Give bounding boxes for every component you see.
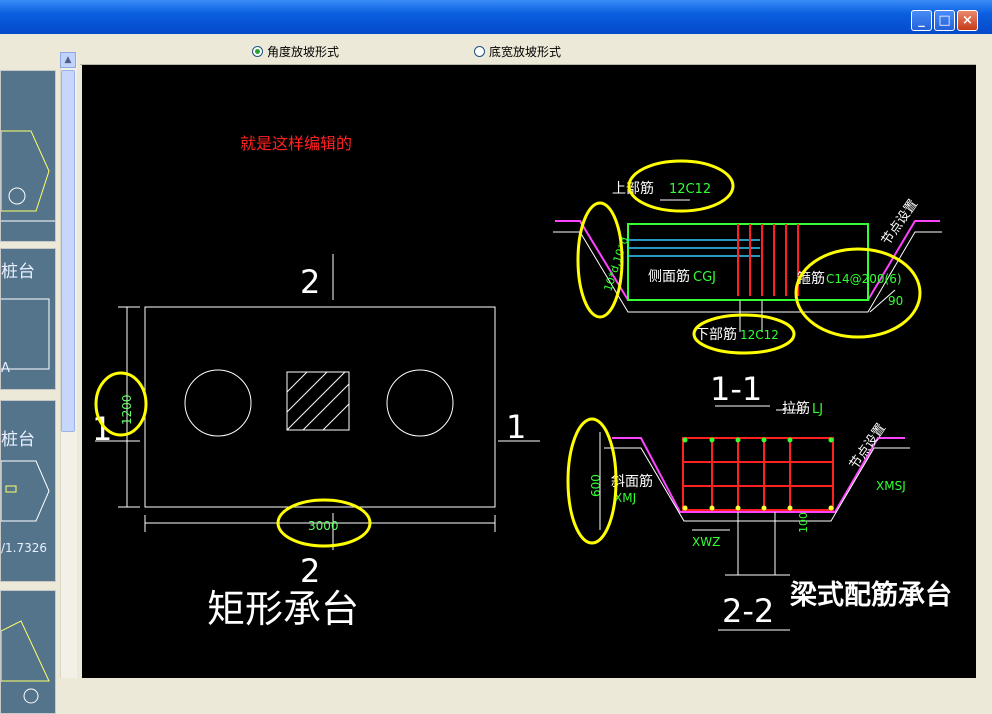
label-bottom-bar: 下部筋 [695, 326, 737, 343]
angle-value: 90 [888, 294, 903, 308]
maximize-button[interactable]: □ [934, 10, 955, 31]
highlight-ellipse [692, 313, 796, 355]
radio-angle-slope-label: 角度放坡形式 [267, 45, 340, 59]
scroll-up-arrow-icon[interactable]: ▲ [60, 52, 76, 68]
cad-drawing: 就是这样编辑的 2 2 1 1 1200 3000 矩形承台 [92, 134, 952, 631]
beam-cap-caption: 梁式配筋承台 [790, 579, 952, 611]
dim-width: 3000 [308, 519, 339, 533]
value-side-bar: CGJ [693, 270, 716, 285]
label-stirrup: 箍筋 [797, 270, 825, 287]
dim-height: 1200 [120, 394, 134, 425]
node-setting-label-2: 节点设置 [847, 421, 889, 472]
thumbnail-1-drawing [1, 130, 55, 222]
section-mark-bottom: 2 [300, 552, 320, 590]
hatch-lines [286, 371, 350, 431]
thumbnail-1[interactable] [0, 70, 56, 242]
thumbnail-4-drawing [1, 620, 50, 704]
right-frame [976, 34, 992, 678]
label-top-bar: 上部筋 [612, 180, 654, 197]
radio-width-slope[interactable]: 底宽放坡形式 [474, 43, 561, 60]
value-tie-bar: LJ [812, 402, 823, 417]
thumbnail-2-letter: A [1, 361, 10, 376]
cad-canvas[interactable]: 就是这样编辑的 2 2 1 1 1200 3000 矩形承台 [82, 65, 976, 678]
label-slope-bar: 斜面筋 [611, 473, 653, 490]
label-side-bar: 侧面筋 [648, 268, 690, 285]
section-mark-top: 2 [300, 263, 320, 301]
thumbnail-2-label: 桩台 [1, 262, 35, 282]
slope-mode-toolbar: 角度放坡形式 底宽放坡形式 [80, 34, 976, 65]
value-top-bar: 12C12 [669, 182, 711, 197]
dim-600: 600 [589, 474, 603, 497]
section-1-1-title: 1-1 [710, 370, 762, 408]
radio-angle-slope[interactable]: 角度放坡形式 [252, 43, 339, 60]
thumbnail-3-ratio: /1.7326 [1, 541, 48, 555]
radio-width-slope-label: 底宽放坡形式 [489, 45, 562, 59]
highlight-ellipse [794, 247, 922, 339]
thumbnail-2-drawing [1, 298, 50, 370]
section-mark-right: 1 [506, 408, 526, 446]
section-1-1: 上部筋 12C12 侧面筋 CGJ 箍筋 C14@200(6) 下部筋 12C1… [553, 180, 942, 408]
thumbnail-3[interactable]: 桩台 /1.7326 [0, 400, 56, 582]
highlight-ellipse [276, 498, 372, 548]
value-stirrup: C14@200(6) [826, 272, 902, 286]
section-mark-left: 1 [92, 410, 112, 448]
value-xwz: XWZ [692, 535, 720, 549]
radio-unselected-icon[interactable] [474, 46, 485, 57]
thumbnail-4[interactable] [0, 590, 56, 714]
thumbnail-3-label: 桩台 [1, 430, 35, 450]
highlight-ellipse [576, 201, 624, 319]
section-2-2-title: 2-2 [722, 592, 774, 630]
radio-selected-icon[interactable] [252, 46, 263, 57]
highlight-ellipse [566, 417, 618, 545]
scrollbar-thumb[interactable] [61, 70, 75, 432]
value-xmsj: XMSJ [876, 479, 906, 493]
title-bar: _ □ × [0, 0, 992, 35]
rect-cap-plan: 2 2 1 1 1200 3000 矩形承台 [92, 254, 540, 631]
value-slope-bar: XMJ [614, 491, 636, 505]
thumbnail-panel: 桩台 A 桩台 /1.7326 ▲ [0, 34, 80, 714]
dim-100: 100 [797, 512, 810, 533]
annotation-text: 就是这样编辑的 [240, 134, 352, 153]
minimize-button[interactable]: _ [911, 10, 932, 31]
thumbnail-3-drawing [1, 460, 50, 522]
thumbnail-2[interactable]: 桩台 A [0, 248, 56, 390]
highlight-ellipse [94, 371, 148, 437]
rect-cap-title: 矩形承台 [207, 587, 359, 631]
section-2-2: 拉筋 LJ 斜面筋 XMJ XMSJ XWZ 600 100 节点设置 2-2 … [589, 400, 952, 631]
highlight-ellipse [627, 159, 735, 213]
value-bottom-bar: 12C12 [740, 328, 779, 342]
label-tie-bar: 拉筋 [782, 400, 810, 417]
close-button[interactable]: × [957, 10, 978, 31]
